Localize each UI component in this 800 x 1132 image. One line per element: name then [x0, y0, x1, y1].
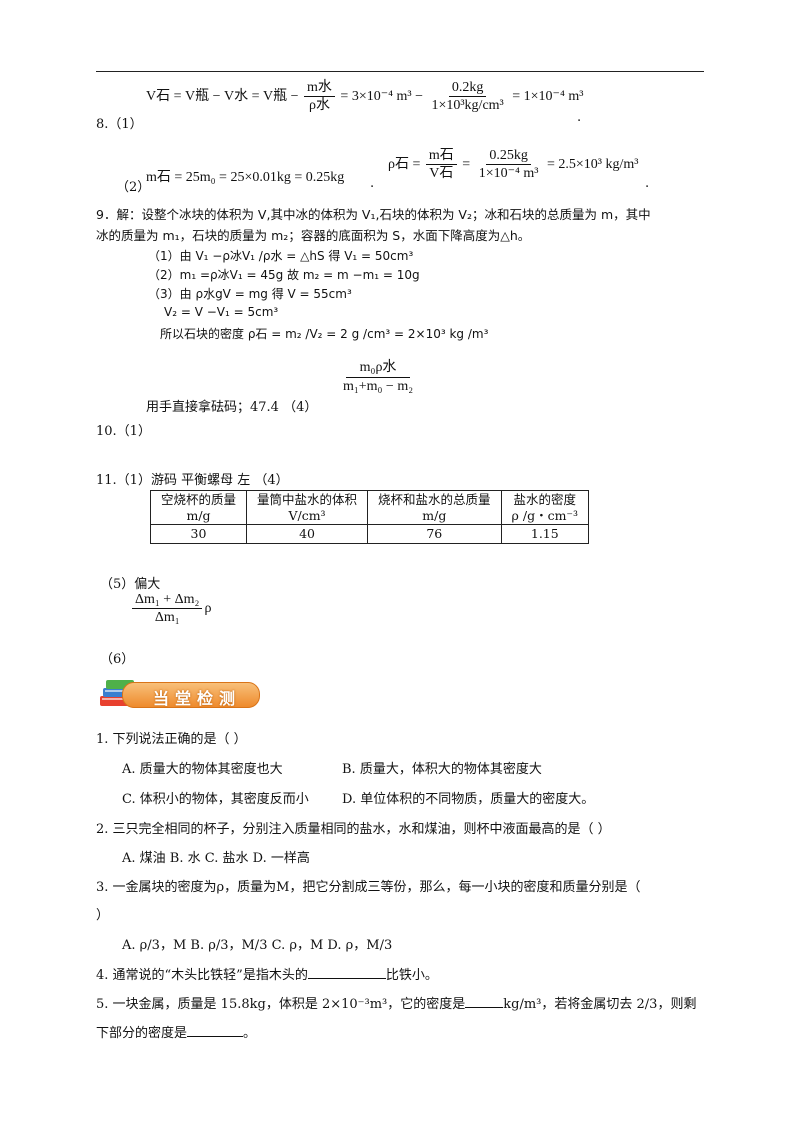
eq3-frac2-num: 0.25kg — [486, 148, 531, 166]
question-4-blank[interactable] — [307, 966, 386, 979]
period-2: . — [370, 176, 375, 191]
banner-pill: 当堂检测 — [122, 682, 260, 708]
answer-10-label: 10.（1） — [96, 424, 151, 439]
mass-frac-den: Δm₁ — [154, 610, 180, 626]
question-4-text: 4. 通常说的“木头比铁轻”是指木头的 — [96, 968, 308, 983]
question-5-text: 5. 一块金属，质量是 15.8kg，体积是 2×10⁻³m³，它的密度是 — [96, 997, 466, 1012]
table-cell: 30 — [149, 524, 248, 544]
answer-8-equation-2: m石 = 25m₀ = 25×0.01kg = 0.25kg — [146, 170, 345, 185]
eq1-frac-den: ρ水 — [308, 98, 330, 114]
question-5-mid: kg/m³，若将金属切去 2/3，则剩 — [503, 997, 697, 1012]
top-rule — [96, 71, 704, 72]
table-cell: 1.15 — [500, 524, 590, 544]
question-5: 5. 一块金属，质量是 15.8kg，体积是 2×10⁻³m³，它的密度是 kg/… — [96, 993, 696, 1012]
eq3-frac2-den: 1×10⁻⁴ m³ — [478, 166, 539, 182]
answer-9-step-2: （2）m₁ =ρ冰V₁ = 45g 故 m₂ = m −m₁ = 10g — [148, 268, 420, 282]
question-4-suffix: 比铁小。 — [385, 968, 438, 983]
density-frac-den: m₁+m₀ − m₂ — [343, 379, 414, 395]
question-5-blank-2[interactable] — [187, 1024, 244, 1037]
weights-answer-line: 用手直接拿砝码；47.4 （4） — [146, 400, 318, 415]
table-cell: 76 — [367, 524, 502, 544]
question-3: 3. 一金属块的密度为ρ，质量为M，把它分割成三等份，那么，每一小块的密度和质量… — [96, 880, 641, 895]
answer-11-part-5: （5）偏大 — [100, 577, 161, 592]
answer-9-step-4: V₂ = V −V₁ = 5cm³ — [164, 305, 279, 319]
eq1-frac2-den: 1×10³kg/cm³ — [431, 98, 504, 114]
eq3-mid: = — [462, 157, 471, 173]
question-3-options: A. ρ/3，M B. ρ/3，M/3 C. ρ，M D. ρ，M/3 — [122, 938, 393, 953]
question-5-end: 。 — [243, 1026, 257, 1041]
answer-8-label: 8.（1） — [96, 117, 143, 132]
question-4: 4. 通常说的“木头比铁轻”是指木头的 比铁小。 — [96, 964, 438, 983]
density-frac-num: m₀ρ水 — [345, 360, 411, 379]
answer-9-step-5: 所以石块的密度 ρ石 = m₂ /V₂ = 2 g /cm³ = 2×10³ k… — [160, 327, 489, 341]
question-1-option-b: B. 质量大，体积大的物体其密度大 — [342, 762, 542, 777]
answer-9-line-2: 冰的质量为 m₁，石块的质量为 m₂；容器的底面积为 S，水面下降高度为△h。 — [96, 228, 531, 243]
question-5-line2-text: 下部分的密度是 — [96, 1026, 188, 1041]
eq3-lhs: ρ石 = — [388, 157, 421, 173]
answer-11-part-6: （6） — [100, 652, 135, 667]
rho-symbol: ρ — [204, 601, 212, 617]
question-2: 2. 三只完全相同的杯子，分别注入质量相同的盐水，水和煤油，则杯中液面最高的是（… — [96, 822, 611, 837]
answer-9-step-1: （1）由 V₁ −ρ冰V₁ /ρ水 = △hS 得 V₁ = 50cm³ — [148, 249, 414, 263]
eq1-rhs: = 1×10⁻⁴ m³ — [512, 89, 584, 105]
question-1-option-c: C. 体积小的物体，其密度反而小 — [122, 792, 309, 807]
banner-title: 当堂检测 — [153, 689, 242, 708]
answer-9-step-3: （3）由 ρ水gV = mg 得 V = 55cm³ — [148, 287, 352, 301]
table-row: 30 40 76 1.15 — [149, 524, 590, 544]
question-3-close: ） — [96, 908, 110, 923]
question-1-option-a: A. 质量大的物体其密度也大 — [122, 762, 283, 777]
answer-11-line: 11.（1）游码 平衡螺母 左 （4） — [96, 473, 289, 488]
eq3-frac-num: m石 — [425, 148, 457, 166]
eq3-rhs: = 2.5×10³ kg/m³ — [546, 157, 639, 173]
question-2-options: A. 煤油 B. 水 C. 盐水 D. 一样高 — [122, 851, 310, 866]
question-5-line-2: 下部分的密度是 。 — [96, 1022, 256, 1041]
eq1-frac-num: m水 — [304, 80, 335, 98]
question-1: 1. 下列说法正确的是（ ） — [96, 732, 247, 747]
eq1-mid: = 3×10⁻⁴ m³ − — [340, 89, 423, 105]
mass-frac-num: Δm₁ + Δm₂ — [132, 592, 203, 610]
period-3: . — [645, 176, 650, 191]
section-banner: 当堂检测 — [96, 676, 260, 710]
eq1-lhs: V石 = V瓶 − V水 = V瓶 − — [146, 89, 299, 105]
answer-8-part2-label: （2） — [116, 180, 151, 195]
eq1-frac2-num: 0.2kg — [448, 80, 487, 98]
period-1: . — [577, 110, 582, 125]
table-cell: 40 — [246, 524, 369, 544]
question-1-option-d: D. 单位体积的不同物质，质量大的密度大。 — [342, 792, 595, 807]
eq3-frac-den: V石 — [429, 166, 454, 182]
answer-9-line-1: 9．解：设整个冰块的体积为 V,其中冰的体积为 V₁,石块的体积为 V₂；冰和石… — [96, 207, 651, 222]
question-5-blank-1[interactable] — [465, 995, 504, 1008]
